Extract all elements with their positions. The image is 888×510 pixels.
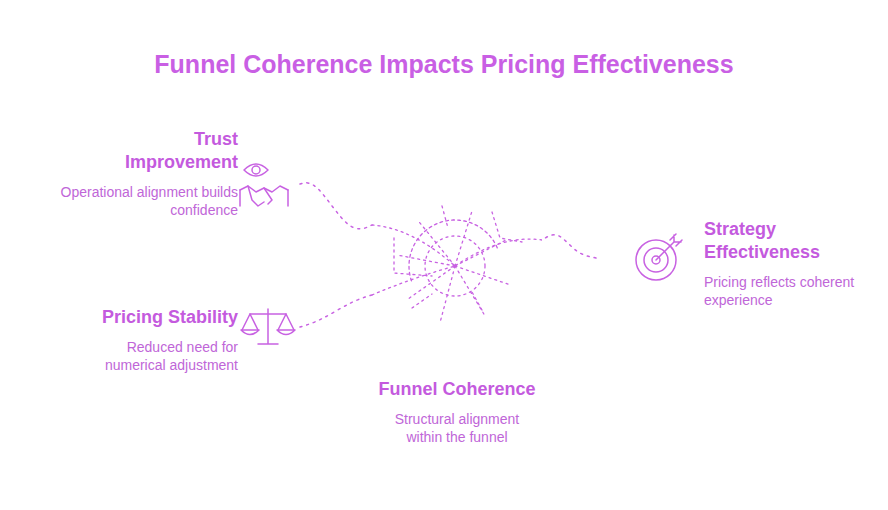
hub-node: Funnel CoherenceStructural alignment wit…: [372, 198, 542, 446]
node-heading: Trust Improvement: [113, 128, 238, 174]
text-column: Strategy EffectivenessPricing reflects c…: [704, 218, 856, 309]
node-description: Reduced need for numerical adjustment: [88, 338, 238, 374]
text-column: Funnel CoherenceStructural alignment wit…: [378, 378, 535, 446]
node-description: Operational alignment builds confidence: [60, 183, 238, 219]
outcome-node: Strategy EffectivenessPricing reflects c…: [596, 218, 856, 309]
text-column: Trust ImprovementOperational alignment b…: [60, 128, 238, 219]
target-icon: [632, 232, 694, 284]
scale-icon: [238, 306, 300, 348]
node-description: Pricing reflects coherent experience: [704, 273, 856, 309]
node-description: Structural alignment within the funnel: [382, 410, 532, 446]
outcome-node: Pricing StabilityReduced need for numeri…: [20, 306, 300, 374]
dotted-connector: [300, 295, 372, 327]
outcome-node: Trust ImprovementOperational alignment b…: [20, 128, 300, 219]
web-icon: [372, 198, 542, 330]
dotted-connector: [542, 235, 596, 258]
node-heading: Pricing Stability: [88, 306, 238, 329]
text-column: Pricing StabilityReduced need for numeri…: [88, 306, 238, 374]
node-heading: Funnel Coherence: [378, 378, 535, 401]
node-heading: Strategy Effectiveness: [704, 218, 839, 264]
diagram-title: Funnel Coherence Impacts Pricing Effecti…: [0, 50, 888, 79]
trust-icon: [238, 156, 300, 212]
dotted-connector: [300, 183, 372, 229]
